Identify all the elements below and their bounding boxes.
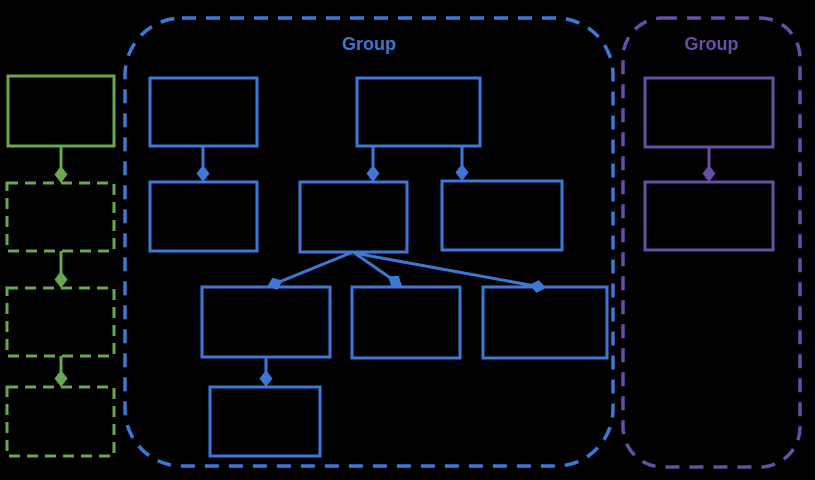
composition-diamond-icon xyxy=(455,164,469,181)
node-blue-top-right[interactable] xyxy=(355,76,482,148)
edge-blue-2[interactable] xyxy=(366,146,380,182)
edge-blue-fan-left[interactable] xyxy=(267,250,354,290)
group-purple-container[interactable] xyxy=(621,16,802,469)
node-purple-parent[interactable] xyxy=(643,76,775,149)
composition-diamond-icon xyxy=(196,165,210,182)
edge-blue-fan-mid[interactable] xyxy=(352,250,402,287)
node-blue-low-left[interactable] xyxy=(200,285,332,359)
node-blue-mid-left[interactable] xyxy=(148,180,259,253)
composition-diamond-icon xyxy=(702,165,716,182)
node-green-root[interactable] xyxy=(6,74,116,148)
composition-diamond-icon xyxy=(54,271,68,288)
edge-green-2[interactable] xyxy=(54,251,68,288)
edge-blue-4[interactable] xyxy=(259,357,273,387)
composition-diamond-icon xyxy=(259,370,273,387)
group-blue-label: Group xyxy=(342,34,396,54)
node-blue-low-right[interactable] xyxy=(481,285,609,360)
edge-green-1[interactable] xyxy=(54,146,68,183)
edge-blue-1[interactable] xyxy=(196,146,210,182)
composition-diamond-icon xyxy=(366,165,380,182)
node-green-child-1[interactable] xyxy=(5,181,116,253)
node-green-child-2[interactable] xyxy=(5,286,116,358)
edge-blue-fan-left-line xyxy=(274,250,354,286)
edge-blue-fan-right-line xyxy=(353,251,538,288)
group-blue-container[interactable] xyxy=(123,16,615,468)
edge-purple-1[interactable] xyxy=(702,147,716,182)
composition-diamond-icon xyxy=(388,275,402,287)
edge-blue-3[interactable] xyxy=(455,146,469,181)
composition-diamond-icon xyxy=(54,370,68,387)
node-blue-mid-center[interactable] xyxy=(298,180,409,254)
composition-diamond-icon xyxy=(54,166,68,183)
node-blue-mid-right[interactable] xyxy=(440,179,564,252)
node-blue-low-center[interactable] xyxy=(350,285,462,360)
group-purple-label: Group xyxy=(685,34,739,54)
node-purple-child[interactable] xyxy=(643,180,775,252)
node-blue-top-left[interactable] xyxy=(148,76,259,148)
node-green-child-3[interactable] xyxy=(5,385,116,458)
edge-blue-fan-mid-line xyxy=(352,250,396,283)
edge-green-3[interactable] xyxy=(54,356,68,387)
node-blue-bottom[interactable] xyxy=(208,385,322,458)
